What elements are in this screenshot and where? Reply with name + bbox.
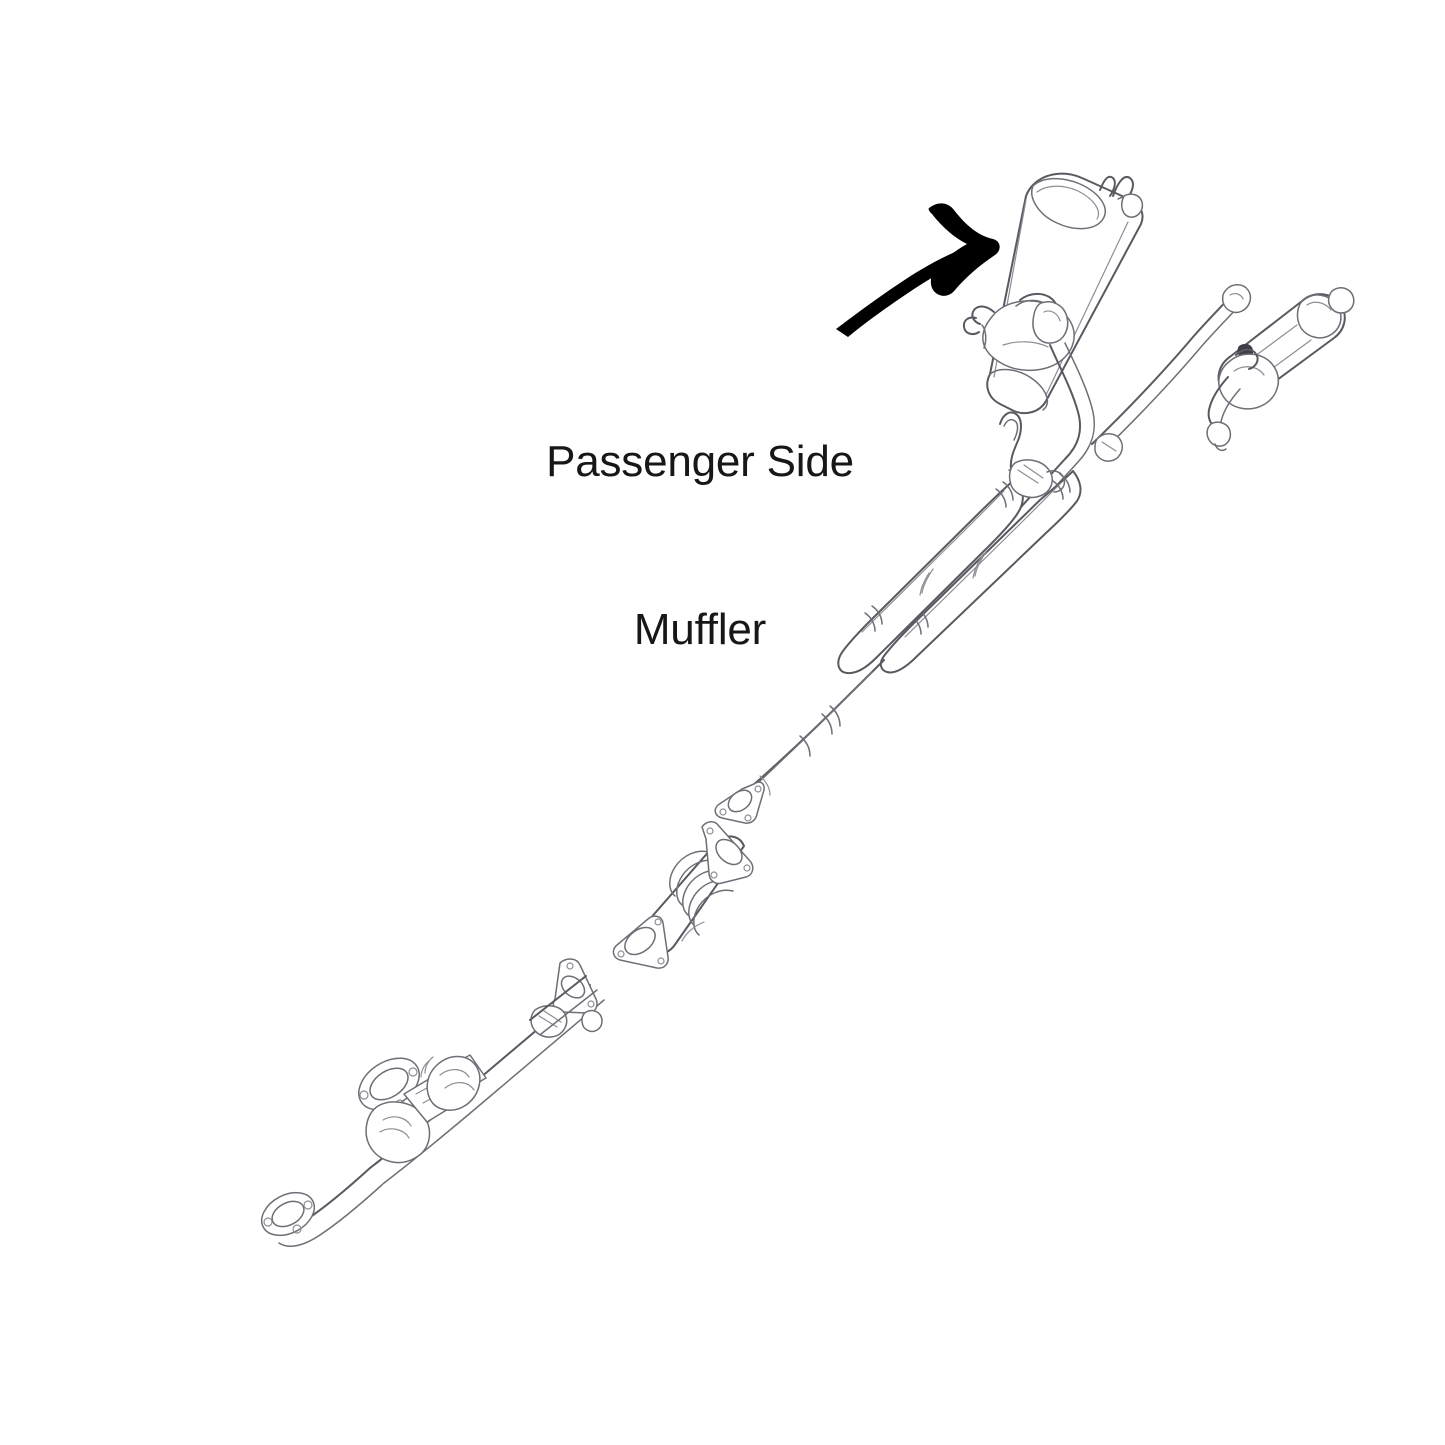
resonator-inlet-junction [1008, 459, 1066, 499]
intermediate-pipe-right [1091, 284, 1252, 462]
downpipe-clamp-band [420, 1055, 481, 1111]
passenger-side-muffler [962, 172, 1144, 415]
callout-arrow [836, 203, 1000, 337]
flex-pipe-flange-upper [701, 821, 754, 885]
muffler-hanger-prongs [1099, 175, 1144, 218]
muffler-inlet-pipe [1009, 342, 1096, 522]
callout-label-line1: Passenger Side [546, 437, 854, 486]
center-pipe [743, 659, 885, 797]
downpipe-upper-fitting [530, 958, 603, 1038]
flex-pipe-converter [612, 821, 754, 969]
callout-label: Passenger Side Muffler [460, 322, 940, 770]
downpipe-lower-fitting [260, 1167, 385, 1248]
center-pipe-flange [714, 781, 765, 824]
callout-label-line2: Muffler [633, 605, 767, 654]
driver-side-muffler-inlet [1206, 348, 1280, 452]
driver-side-muffler [1206, 287, 1355, 452]
resonator-left [837, 477, 1024, 675]
muffler-inlet-neck [962, 292, 1075, 372]
front-downpipe-assembly [260, 958, 605, 1248]
flex-pipe-flange-lower [612, 915, 669, 969]
downpipe-upper-branch [529, 975, 598, 1035]
